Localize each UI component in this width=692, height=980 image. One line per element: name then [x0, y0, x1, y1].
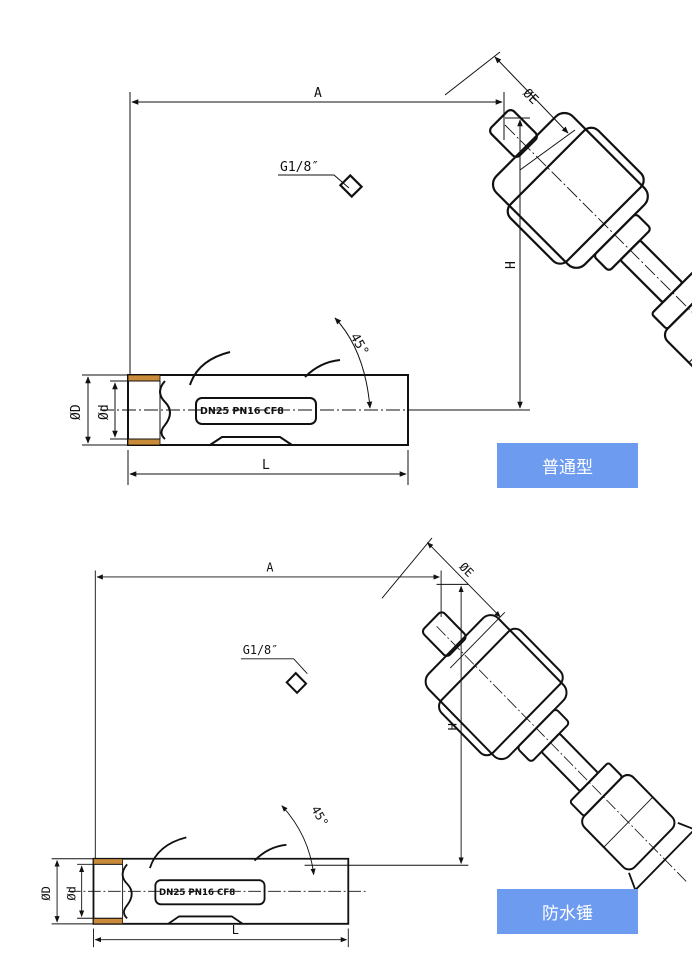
dim-h-label: H	[504, 261, 519, 269]
dim-h-label: H	[446, 723, 460, 730]
dim-e-label: ØE	[519, 86, 541, 108]
dim-d-inner-label: Ød	[64, 886, 78, 901]
type-tag-anti-water-hammer: 防水锤	[497, 889, 638, 934]
dim-l-label: L	[262, 458, 270, 473]
name-plate-text: DN25 PN16 CF8	[200, 406, 284, 417]
port-label: G1/8″	[243, 643, 279, 657]
angle-label: 45°	[308, 803, 331, 829]
type-tag-standard: 普通型	[497, 443, 638, 488]
dim-a-label: A	[266, 560, 273, 574]
angle-label: 45°	[347, 331, 372, 359]
valve-drawing-anti-water-hammer: A ØE H G1/8″ 45° L ØD Ød DN25 PN16 CF8	[39, 537, 692, 948]
dim-d-outer-label: ØD	[39, 886, 53, 901]
port-label: G1/8″	[280, 160, 319, 175]
dim-d-inner-label: Ød	[97, 404, 112, 420]
valve-drawing-standard: A ØE H G1/8″ 45° L ØD Ød DN25 PN16 CF8	[69, 51, 692, 485]
dim-e-label: ØE	[456, 560, 476, 580]
dim-a-label: A	[314, 86, 322, 101]
dim-d-outer-label: ØD	[69, 404, 84, 420]
dim-l-label: L	[232, 923, 239, 937]
name-plate-text: DN25 PN16 CF8	[159, 888, 235, 898]
